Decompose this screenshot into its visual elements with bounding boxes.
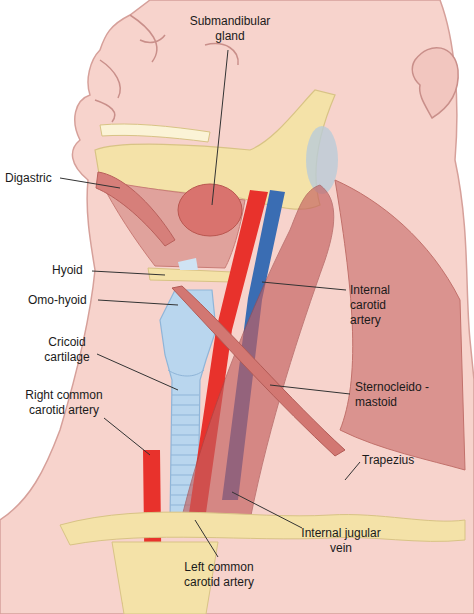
part-label: Internal jugular vein <box>300 526 382 556</box>
part-label: Sternocleido -mastoid <box>355 380 435 410</box>
leader-line <box>104 418 150 455</box>
leader-line <box>195 520 218 557</box>
leader-line <box>92 271 165 275</box>
leader-line <box>97 354 178 390</box>
part-label: Hyoid <box>52 263 97 278</box>
ear <box>412 48 458 118</box>
part-label: Cricoid cartilage <box>37 335 97 365</box>
part-label: Trapezius <box>362 453 432 468</box>
leader-line <box>232 492 302 528</box>
parotid-region <box>306 126 338 194</box>
leader-line <box>212 50 228 205</box>
clavicle <box>60 512 465 545</box>
hyoid-membrane <box>178 258 198 270</box>
part-label: Omo-hyoid <box>28 293 100 308</box>
leader-lines <box>60 50 360 557</box>
teeth <box>100 124 210 142</box>
trapezius-muscle <box>335 180 465 470</box>
leader-line <box>345 462 360 480</box>
part-label: Internal carotid artery <box>350 283 410 328</box>
digastric-muscle <box>96 172 175 246</box>
leader-line <box>98 300 178 305</box>
sternocleidomastoid-muscle <box>180 185 334 525</box>
leader-line <box>262 282 346 290</box>
part-label: Right common carotid artery <box>10 388 118 418</box>
part-label: Digastric <box>5 171 65 186</box>
part-label: Submandibular gland <box>185 14 275 44</box>
omohyoid-muscle <box>172 286 345 456</box>
leader-line <box>60 178 120 188</box>
leader-line <box>270 385 350 394</box>
submandibular-gland <box>178 184 242 236</box>
part-label: Left common carotid artery <box>168 560 270 590</box>
